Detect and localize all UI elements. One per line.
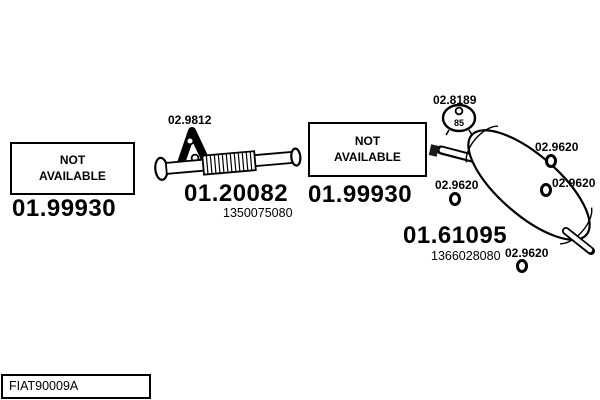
drawing-code-box: FIAT90009A	[1, 374, 151, 399]
front-pipe-drawing	[154, 147, 302, 181]
ref-hanger-top[interactable]: 02.9620	[535, 140, 579, 154]
part-number-front[interactable]: 01.99930	[12, 195, 117, 222]
not-available-box-right: NOT AVAILABLE	[308, 122, 427, 177]
hanger-icon	[449, 192, 461, 206]
ref-gasket[interactable]: 02.9812	[168, 113, 212, 127]
hanger-icon	[540, 183, 552, 197]
oe-code-flex-pipe: 1350075080	[223, 206, 293, 220]
rubber-mount-icon: 85	[441, 103, 477, 136]
mount-marking-text: 85	[454, 118, 464, 128]
not-available-box-left: NOT AVAILABLE	[10, 142, 135, 195]
ref-hanger-left[interactable]: 02.9620	[435, 178, 479, 192]
not-available-line1: NOT	[59, 152, 86, 167]
muffler-drawing	[428, 125, 595, 255]
ref-hanger-bottom[interactable]: 02.9620	[505, 246, 549, 260]
not-available-line2: AVAILABLE	[39, 168, 106, 183]
hanger-icon	[516, 259, 528, 273]
part-number-mid[interactable]: 01.99930	[308, 181, 413, 208]
ref-hanger-right[interactable]: 02.9620	[552, 176, 596, 190]
part-number-rear-silencer[interactable]: 01.61095	[403, 222, 508, 249]
part-number-flex-pipe[interactable]: 01.20082	[184, 180, 289, 207]
ref-rubber-mount[interactable]: 02.8189	[433, 93, 477, 107]
drawing-code: FIAT90009A	[9, 379, 79, 394]
hanger-icon	[545, 154, 557, 168]
not-available-line1: NOT	[354, 133, 381, 148]
oe-code-rear-silencer: 1366028080	[431, 249, 501, 263]
not-available-line2: AVAILABLE	[334, 149, 401, 164]
